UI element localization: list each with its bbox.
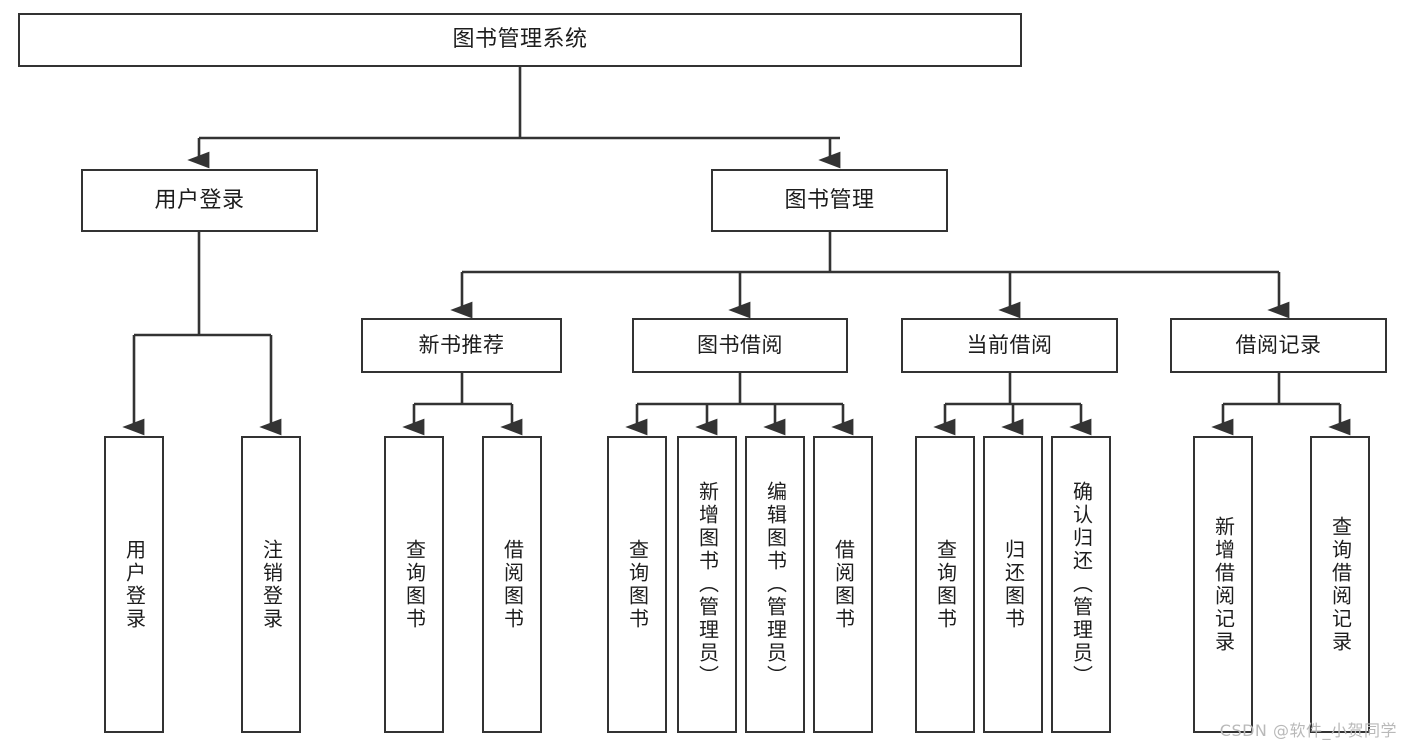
node-label: 新增借阅记录 bbox=[1211, 515, 1236, 654]
node-label: 借阅图书 bbox=[831, 538, 856, 631]
node-label: 查询图书 bbox=[933, 538, 958, 631]
leaf-user-login[interactable]: 用户登录 bbox=[104, 436, 164, 733]
leaf-borrow-edit-book-admin[interactable]: 编辑图书（管理员） bbox=[745, 436, 805, 733]
node-book-management[interactable]: 图书管理 bbox=[711, 169, 948, 232]
node-label: 查询借阅记录 bbox=[1328, 515, 1353, 654]
leaf-borrow-query-book[interactable]: 查询图书 bbox=[607, 436, 667, 733]
leaf-current-return-book[interactable]: 归还图书 bbox=[983, 436, 1043, 733]
node-label: 查询图书 bbox=[402, 538, 427, 631]
node-borrow-records[interactable]: 借阅记录 bbox=[1170, 318, 1387, 373]
node-label: 用户登录 bbox=[154, 187, 245, 213]
leaf-records-query-record[interactable]: 查询借阅记录 bbox=[1310, 436, 1370, 733]
node-book-borrow[interactable]: 图书借阅 bbox=[632, 318, 848, 373]
node-label: 借阅记录 bbox=[1235, 333, 1322, 358]
leaf-borrow-lend-book[interactable]: 借阅图书 bbox=[813, 436, 873, 733]
node-new-book-recommend[interactable]: 新书推荐 bbox=[361, 318, 562, 373]
leaf-new-book-borrow[interactable]: 借阅图书 bbox=[482, 436, 542, 733]
leaf-records-add-record[interactable]: 新增借阅记录 bbox=[1193, 436, 1253, 733]
node-label: 编辑图书（管理员） bbox=[763, 481, 788, 688]
leaf-user-logout[interactable]: 注销登录 bbox=[241, 436, 301, 733]
node-label: 用户登录 bbox=[122, 538, 147, 631]
node-label: 查询图书 bbox=[625, 538, 650, 631]
node-user-login[interactable]: 用户登录 bbox=[81, 169, 318, 232]
leaf-borrow-add-book-admin[interactable]: 新增图书（管理员） bbox=[677, 436, 737, 733]
node-label: 图书管理系统 bbox=[452, 27, 588, 53]
node-label: 借阅图书 bbox=[500, 538, 525, 631]
leaf-current-query-book[interactable]: 查询图书 bbox=[915, 436, 975, 733]
node-label: 图书管理 bbox=[784, 187, 875, 213]
node-current-borrow[interactable]: 当前借阅 bbox=[901, 318, 1118, 373]
leaf-new-book-query[interactable]: 查询图书 bbox=[384, 436, 444, 733]
node-label: 归还图书 bbox=[1001, 538, 1026, 631]
node-root-system[interactable]: 图书管理系统 bbox=[18, 13, 1022, 67]
node-label: 确认归还（管理员） bbox=[1069, 481, 1094, 688]
node-label: 新书推荐 bbox=[418, 333, 505, 358]
node-label: 新增图书（管理员） bbox=[695, 481, 720, 688]
node-label: 图书借阅 bbox=[697, 333, 783, 358]
node-label: 注销登录 bbox=[259, 538, 284, 631]
node-label: 当前借阅 bbox=[966, 333, 1053, 358]
leaf-current-confirm-return-admin[interactable]: 确认归还（管理员） bbox=[1051, 436, 1111, 733]
